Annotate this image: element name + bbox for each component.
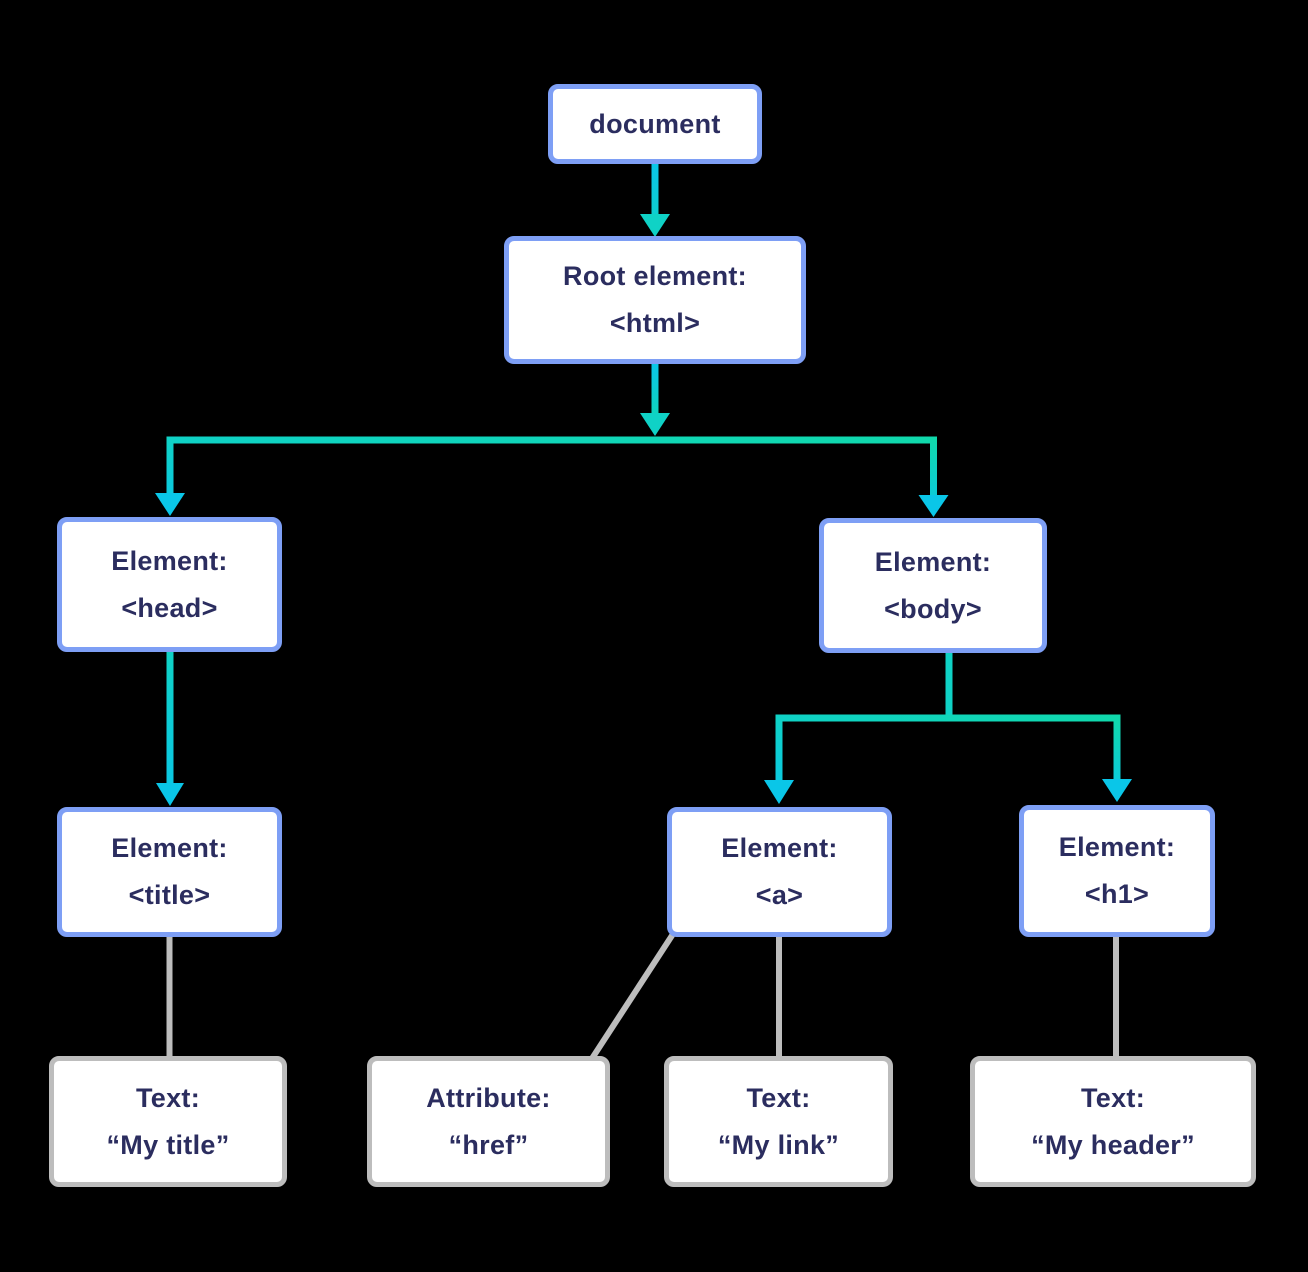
node-label: “My header” xyxy=(1031,1129,1195,1160)
arrow-branch-to-a-head xyxy=(764,780,794,804)
node-label: <h1> xyxy=(1084,879,1150,909)
node-text-my-header: Text: “My header” xyxy=(970,1056,1256,1187)
node-label: “My link” xyxy=(717,1129,840,1160)
node-element-a: Element: <a> xyxy=(667,807,892,937)
node-label: Element: xyxy=(111,545,228,576)
node-attribute-href: Attribute: “href” xyxy=(367,1056,610,1187)
node-label: Text: xyxy=(746,1082,811,1113)
arrow-html-to-branch-head xyxy=(640,413,670,436)
line-a-to-attribute xyxy=(588,932,676,1062)
node-text-my-title: Text: “My title” xyxy=(49,1056,287,1187)
node-text-my-link: Text: “My link” xyxy=(664,1056,893,1187)
node-label: Element: xyxy=(1058,832,1176,862)
node-element-h1: Element: <h1> xyxy=(1019,805,1215,937)
arrow-branch-to-head-head xyxy=(155,493,185,516)
node-label: <head> xyxy=(121,592,218,623)
arrow-branch-to-h1-head xyxy=(1102,779,1132,802)
node-label: document xyxy=(589,108,721,139)
node-label: Text: xyxy=(1080,1082,1145,1113)
node-element-body: Element: <body> xyxy=(819,518,1047,653)
arrow-branch-to-body-head xyxy=(918,495,949,517)
node-root-element-html: Root element: <html> xyxy=(504,236,806,364)
node-label: <a> xyxy=(755,880,804,910)
node-label: <html> xyxy=(609,308,701,338)
arrow-head-to-title-head xyxy=(156,783,184,806)
node-label: Attribute: xyxy=(426,1082,551,1113)
node-label: Element: xyxy=(874,546,992,577)
node-element-title: Element: <title> xyxy=(57,807,282,937)
node-label: Text: xyxy=(135,1082,200,1113)
arrow-document-to-html-head xyxy=(640,214,670,237)
node-label: “href” xyxy=(448,1129,529,1160)
node-label: “My title” xyxy=(106,1129,230,1160)
node-label: Element: xyxy=(111,833,228,863)
node-label: Root element: xyxy=(563,261,747,291)
node-document: document xyxy=(548,84,762,164)
node-label: <title> xyxy=(128,880,211,910)
node-element-head: Element: <head> xyxy=(57,517,282,652)
node-label: Element: xyxy=(721,833,838,863)
node-label: <body> xyxy=(884,593,982,624)
